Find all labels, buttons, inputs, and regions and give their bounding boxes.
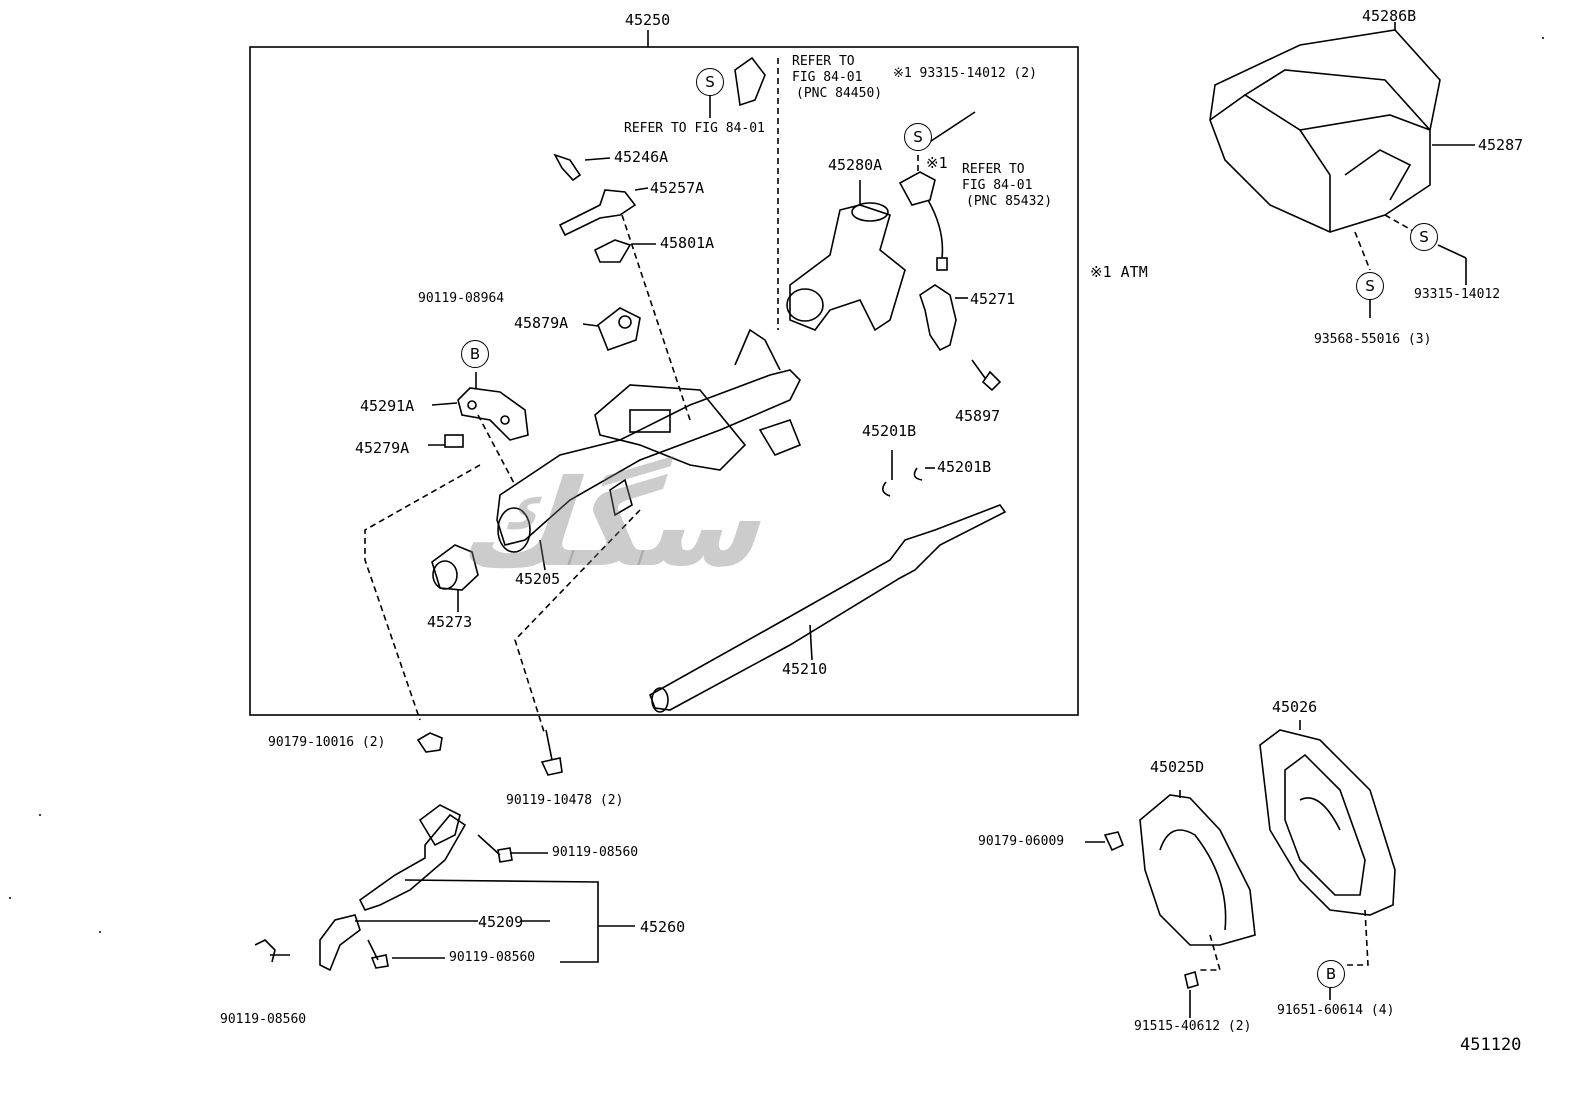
refer-note-2: REFER TO FIG 84-01 bbox=[624, 121, 765, 136]
refer-note-1-line2: FIG 84-01 bbox=[792, 70, 863, 85]
label-90179-10016: 90179-10016 (2) bbox=[268, 735, 386, 750]
label-45897: 45897 bbox=[955, 407, 1001, 425]
label-90119-08560-c: 90119-08560 bbox=[220, 1012, 307, 1027]
title-part-number: 45250 bbox=[625, 11, 671, 29]
refer-note-1-line3: (PNC 84450) bbox=[796, 86, 883, 101]
label-45287: 45287 bbox=[1478, 136, 1524, 154]
assembly-frame bbox=[249, 46, 1079, 716]
label-90179-06009: 90179-06009 bbox=[978, 834, 1065, 849]
note-93315-14012: ※1 93315-14012 (2) bbox=[893, 66, 1037, 81]
label-45279A: 45279A bbox=[355, 439, 410, 457]
label-45246A: 45246A bbox=[614, 148, 669, 166]
label-45025D: 45025D bbox=[1150, 758, 1205, 776]
s-symbol-1: S bbox=[1410, 223, 1438, 251]
s-symbol-4: S bbox=[904, 123, 932, 151]
label-90119-08964: 90119-08964 bbox=[418, 291, 505, 306]
label-45026: 45026 bbox=[1272, 698, 1318, 716]
label-45801A: 45801A bbox=[660, 234, 715, 252]
label-45209: 45209 bbox=[478, 913, 524, 931]
refer-note-3-line2: FIG 84-01 bbox=[962, 178, 1033, 193]
label-45291A: 45291A bbox=[360, 397, 415, 415]
label-90119-08560-a: 90119-08560 bbox=[552, 845, 639, 860]
refer-note-3-line3: (PNC 85432) bbox=[966, 194, 1053, 209]
label-91651-60614: 91651-60614 (4) bbox=[1277, 1003, 1395, 1018]
label-90119-08560-b: 90119-08560 bbox=[449, 950, 536, 965]
label-45271: 45271 bbox=[970, 290, 1016, 308]
label-45201B-1: 45201B bbox=[862, 422, 917, 440]
label-93315-14012: 93315-14012 bbox=[1414, 287, 1501, 302]
label-91515-40612: 91515-40612 (2) bbox=[1134, 1019, 1252, 1034]
label-45257A: 45257A bbox=[650, 179, 705, 197]
column-cover-drawing bbox=[1209, 29, 1441, 233]
refer-note-3-line1: REFER TO bbox=[962, 162, 1025, 177]
note-atm: ※1 ATM bbox=[1090, 263, 1148, 281]
label-45879A: 45879A bbox=[514, 314, 569, 332]
s-symbol-3: S bbox=[696, 68, 724, 96]
label-45286B: 45286B bbox=[1362, 7, 1417, 25]
label-45201B-2: 45201B bbox=[937, 458, 992, 476]
refer-note-1-line1: REFER TO bbox=[792, 54, 855, 69]
plate-drawing bbox=[1259, 729, 1396, 916]
note-x1: ※1 bbox=[926, 154, 948, 172]
label-90119-10478: 90119-10478 (2) bbox=[506, 793, 624, 808]
label-45280A: 45280A bbox=[828, 156, 883, 174]
lower-cover-drawing bbox=[1139, 794, 1256, 946]
b-symbol-1: B bbox=[461, 340, 489, 368]
label-93568-55016: 93568-55016 (3) bbox=[1314, 332, 1432, 347]
b-symbol-2: B bbox=[1317, 960, 1345, 988]
s-symbol-2: S bbox=[1356, 272, 1384, 300]
figure-id: 451120 bbox=[1460, 1035, 1522, 1055]
label-45273: 45273 bbox=[427, 613, 473, 631]
label-45205: 45205 bbox=[515, 570, 561, 588]
label-45260: 45260 bbox=[640, 918, 686, 936]
label-45210: 45210 bbox=[782, 660, 828, 678]
